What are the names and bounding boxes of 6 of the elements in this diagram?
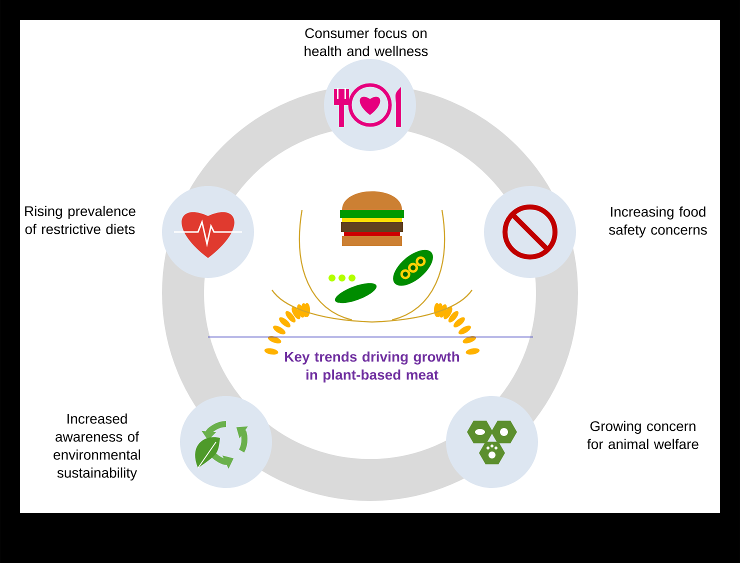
caption-text: Consumer focus on health and wellness bbox=[304, 28, 428, 56]
caption-text: Rising prevalence of restrictive diets bbox=[25, 206, 136, 234]
caption-text: Growing concern for animal welfare bbox=[587, 420, 698, 450]
caption-text: Increased awareness of environmental sustainability bbox=[54, 413, 140, 481]
caption-text: Increasing food safety concerns bbox=[608, 206, 707, 238]
center-title: Key trends driving growth in plant-based meat bbox=[285, 351, 460, 383]
